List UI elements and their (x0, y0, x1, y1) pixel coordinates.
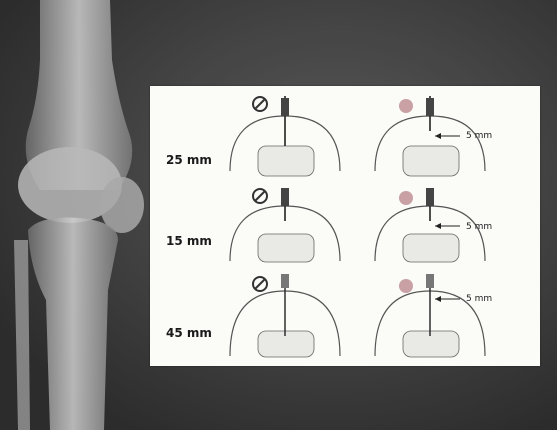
prohibited-icon (253, 97, 267, 111)
correct-dot-icon (399, 191, 413, 205)
offset-label-row-3: 5 mm (466, 294, 492, 304)
row-3-right-panel (375, 274, 485, 357)
row-3-left-panel (230, 274, 340, 357)
depth-label-row-2: 15 mm (166, 234, 212, 248)
correct-dot-icon (399, 279, 413, 293)
correct-dot-icon (399, 99, 413, 113)
offset-label-row-2: 5 mm (466, 222, 492, 232)
offset-label-row-1: 5 mm (466, 131, 492, 141)
row-2-left-panel (230, 188, 340, 262)
prohibited-icon (253, 277, 267, 291)
row-1-left-panel (230, 96, 340, 176)
depth-label-row-3: 45 mm (166, 326, 212, 340)
depth-label-row-1: 25 mm (166, 153, 212, 167)
prohibited-icon (253, 189, 267, 203)
diagram-panel: 25 mm 15 mm 45 mm 5 mm 5 mm 5 mm (150, 86, 540, 366)
